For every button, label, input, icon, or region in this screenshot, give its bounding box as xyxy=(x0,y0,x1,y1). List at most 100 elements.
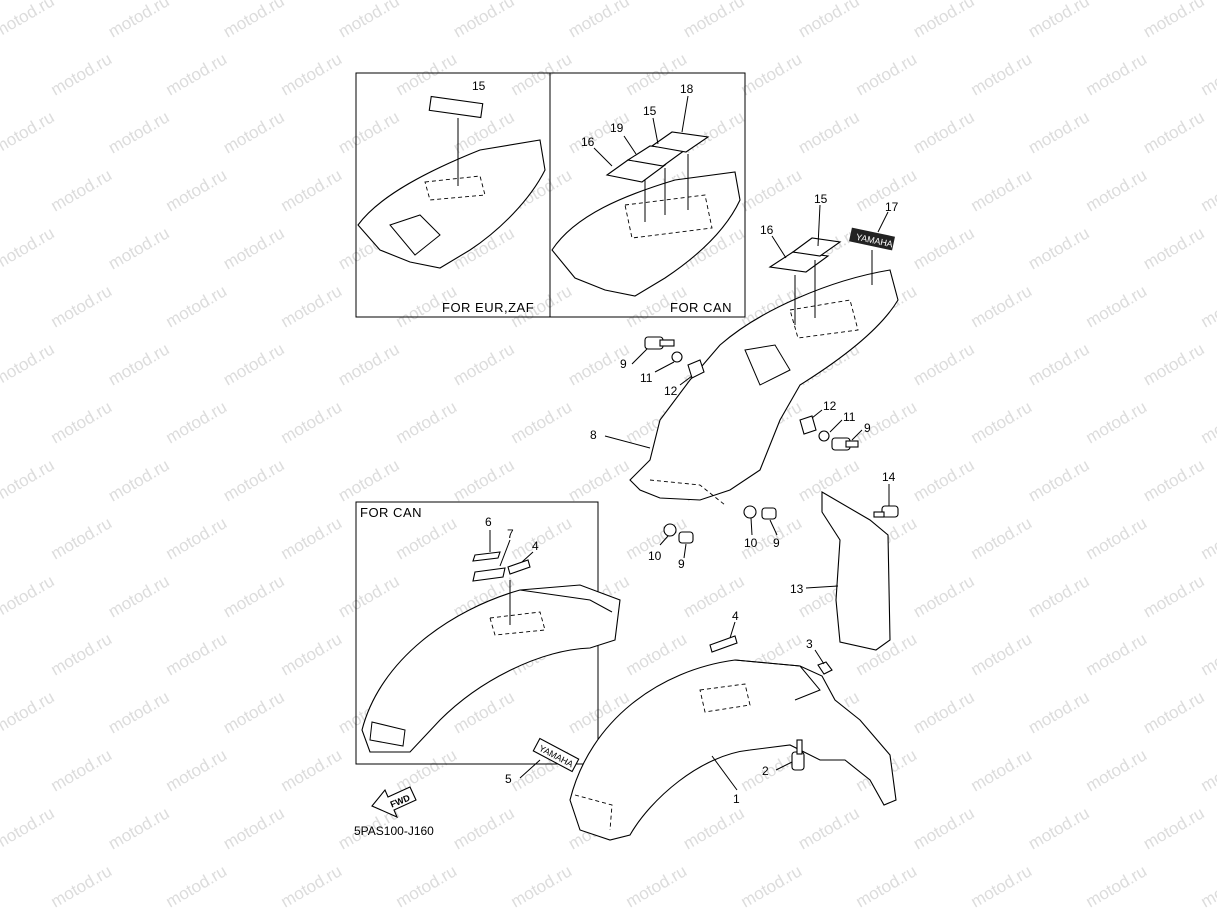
front-fender-decal-area xyxy=(699,683,751,713)
watermark-text: motod.ru xyxy=(795,0,863,41)
watermark-text: motod.ru xyxy=(220,223,288,273)
callout-12-right: 12 xyxy=(823,399,837,413)
rear-fender-inset-opening xyxy=(389,214,441,256)
watermark-text: motod.ru xyxy=(1025,803,1093,853)
watermark-text: motod.ru xyxy=(220,803,288,853)
callout-15-main: 15 xyxy=(814,192,828,206)
leader-2 xyxy=(775,761,793,771)
leader-9-lower-left xyxy=(683,543,687,559)
callout-17: 17 xyxy=(885,200,899,214)
watermark-text: motod.ru xyxy=(105,0,173,41)
watermark-text: motod.ru xyxy=(335,107,403,157)
watermark-text: motod.ru xyxy=(1025,571,1093,621)
watermark-text: motod.ru xyxy=(48,281,116,331)
watermark-text: motod.ru xyxy=(1198,165,1217,215)
leader-15-main xyxy=(817,204,821,247)
watermark-text: motod.ru xyxy=(278,745,346,795)
watermark-text: motod.ru xyxy=(968,49,1036,99)
leader-16-main xyxy=(771,235,787,259)
watermark-text: motod.ru xyxy=(910,339,978,389)
watermark-text: motod.ru xyxy=(1025,339,1093,389)
watermark-text: motod.ru xyxy=(0,107,58,157)
watermark-text: motod.ru xyxy=(910,0,978,41)
rear-fender-inset-shape xyxy=(357,139,546,269)
fwd-arrow-shape xyxy=(371,786,417,819)
collar-10-left xyxy=(663,523,677,537)
watermark-text: motod.ru xyxy=(910,687,978,737)
watermark-text: motod.ru xyxy=(508,49,576,99)
watermark-text: motod.ru xyxy=(1140,339,1208,389)
watermark-text: motod.ru xyxy=(0,455,58,505)
watermark-text: motod.ru xyxy=(1083,513,1151,563)
watermark-text: motod.ru xyxy=(278,397,346,447)
watermark-text: motod.ru xyxy=(450,803,518,853)
bolt-9-right xyxy=(831,437,859,451)
leader-5 xyxy=(519,759,541,779)
watermark-text: motod.ru xyxy=(220,687,288,737)
leader-16-can xyxy=(593,147,613,167)
watermark-text: motod.ru xyxy=(1140,455,1208,505)
watermark-text: motod.ru xyxy=(48,861,116,911)
watermark-text: motod.ru xyxy=(220,0,288,41)
callout-3: 3 xyxy=(806,637,813,651)
watermark-text: motod.ru xyxy=(335,0,403,41)
decal-15-main xyxy=(791,237,842,257)
watermark-text: motod.ru xyxy=(968,397,1036,447)
leader-3 xyxy=(814,649,825,665)
watermark-text: motod.ru xyxy=(853,397,921,447)
watermark-text: motod.ru xyxy=(1140,223,1208,273)
decal-17-yamaha: YAMAHA xyxy=(849,227,895,251)
watermark-text: motod.ru xyxy=(565,455,633,505)
inset-eur-zaf: 15 FOR EUR,ZAF xyxy=(355,72,551,318)
watermark-text: motod.ru xyxy=(680,0,748,41)
mud-flap-assembly: 14 13 xyxy=(790,470,899,651)
mud-flap-13 xyxy=(821,491,891,651)
leader-12-left xyxy=(679,375,693,386)
watermark-text: motod.ru xyxy=(910,223,978,273)
watermark-text: motod.ru xyxy=(393,513,461,563)
watermark-text: motod.ru xyxy=(910,455,978,505)
watermark-text: motod.ru xyxy=(163,513,231,563)
watermark-text: motod.ru xyxy=(508,397,576,447)
watermark-text: motod.ru xyxy=(48,49,116,99)
watermark-text: motod.ru xyxy=(220,339,288,389)
watermark-text: motod.ru xyxy=(163,629,231,679)
watermark-text: motod.ru xyxy=(508,861,576,911)
leader-19-can xyxy=(623,135,637,155)
callout-2: 2 xyxy=(762,764,769,778)
watermark-text: motod.ru xyxy=(968,165,1036,215)
leader-9-right xyxy=(851,429,863,441)
decal-7-inset xyxy=(472,567,506,582)
watermark-text: motod.ru xyxy=(1083,629,1151,679)
watermark-text: motod.ru xyxy=(565,0,633,41)
watermark-text: motod.ru xyxy=(853,861,921,911)
leader-8 xyxy=(604,435,651,449)
watermark-text: motod.ru xyxy=(393,861,461,911)
watermark-text: motod.ru xyxy=(278,49,346,99)
watermark-text: motod.ru xyxy=(1198,861,1217,911)
watermark-text: motod.ru xyxy=(0,223,58,273)
callout-9-lower-left: 9 xyxy=(678,557,685,571)
watermark-text: motod.ru xyxy=(795,107,863,157)
leader-4-main xyxy=(729,621,736,639)
watermark-text: motod.ru xyxy=(0,0,58,41)
watermark-text: motod.ru xyxy=(738,861,806,911)
watermark-text: motod.ru xyxy=(393,49,461,99)
watermark-text: motod.ru xyxy=(1025,223,1093,273)
rear-fender-assembly: YAMAHA 16 15 17 9 11 12 12 xyxy=(590,192,899,571)
callout-12-left: 12 xyxy=(664,384,678,398)
watermark-text: motod.ru xyxy=(163,745,231,795)
nut-3 xyxy=(817,661,833,675)
watermark-text: motod.ru xyxy=(163,397,231,447)
decal-15-inset xyxy=(428,95,484,119)
watermark-text: motod.ru xyxy=(278,861,346,911)
washer-11-left xyxy=(671,351,683,363)
callout-4: 4 xyxy=(732,609,739,623)
watermark-text: motod.ru xyxy=(1025,455,1093,505)
front-fender-lower-dash xyxy=(574,794,613,831)
callout-1: 1 xyxy=(733,792,740,806)
callout-8: 8 xyxy=(590,428,597,442)
watermark-text: motod.ru xyxy=(105,687,173,737)
callout-19-can: 19 xyxy=(610,121,624,135)
callout-14: 14 xyxy=(882,470,896,484)
